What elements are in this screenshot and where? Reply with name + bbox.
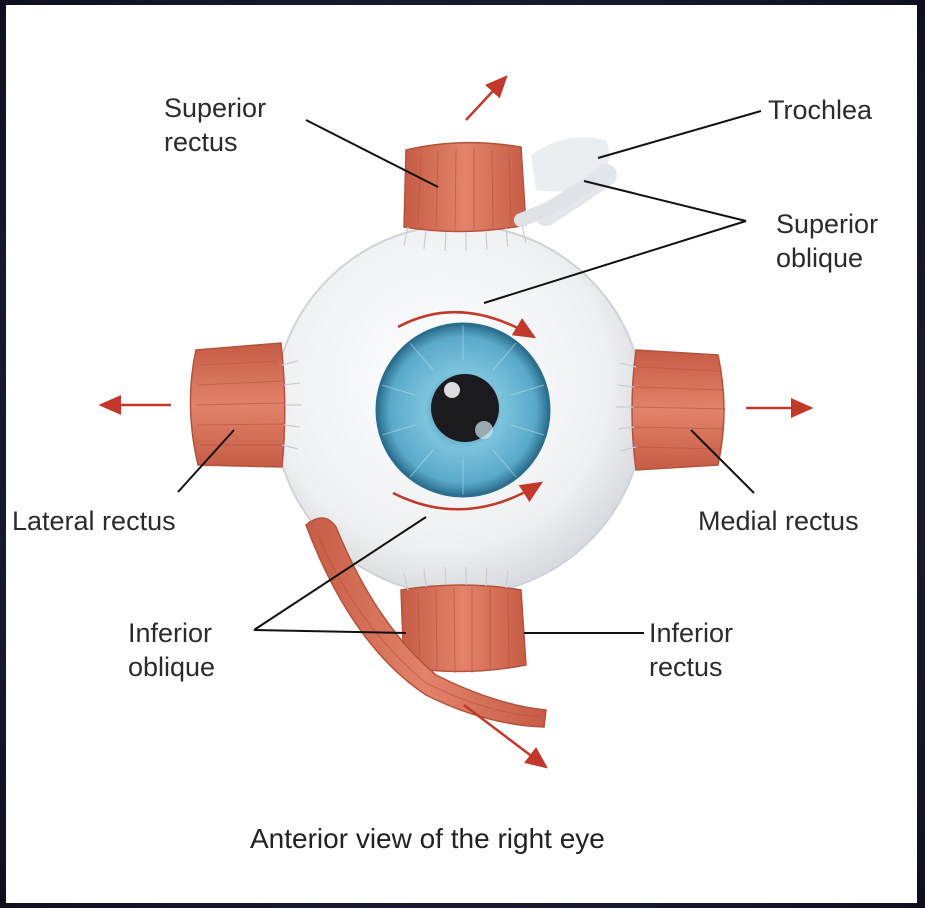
label-trochlea: Trochlea — [768, 93, 872, 127]
label-lateral-rectus: Lateral rectus — [12, 504, 176, 538]
lateral-rectus-muscle — [190, 343, 284, 467]
pupil-highlight — [444, 382, 460, 398]
label-superior-rectus-line2: rectus — [164, 125, 266, 159]
superior-pull-arrow — [466, 77, 506, 120]
label-superior-oblique-line1: Superior — [776, 207, 878, 241]
label-inferior-rectus-line1: Inferior — [649, 616, 733, 650]
label-superior-rectus-line1: Superior — [164, 91, 266, 125]
label-inferior-rectus-line2: rectus — [649, 650, 733, 684]
label-inferior-oblique-line2: oblique — [128, 650, 215, 684]
label-medial-rectus: Medial rectus — [698, 504, 859, 538]
superior-rectus-muscle — [404, 143, 526, 232]
leader-trochlea — [598, 111, 761, 158]
figure-panel: Superior rectus Trochlea Superior obliqu… — [6, 5, 917, 903]
label-superior-oblique-line2: oblique — [776, 241, 878, 275]
label-superior-rectus: Superior rectus — [164, 91, 266, 159]
pupil-highlight-2 — [475, 421, 493, 439]
label-inferior-oblique: Inferior oblique — [128, 616, 215, 684]
label-inferior-rectus: Inferior rectus — [649, 616, 733, 684]
label-inferior-oblique-line1: Inferior — [128, 616, 215, 650]
figure-caption: Anterior view of the right eye — [250, 823, 605, 855]
label-superior-oblique: Superior oblique — [776, 207, 878, 275]
leader-superior-oblique-1 — [584, 181, 746, 221]
eye-muscles-diagram — [6, 5, 917, 903]
